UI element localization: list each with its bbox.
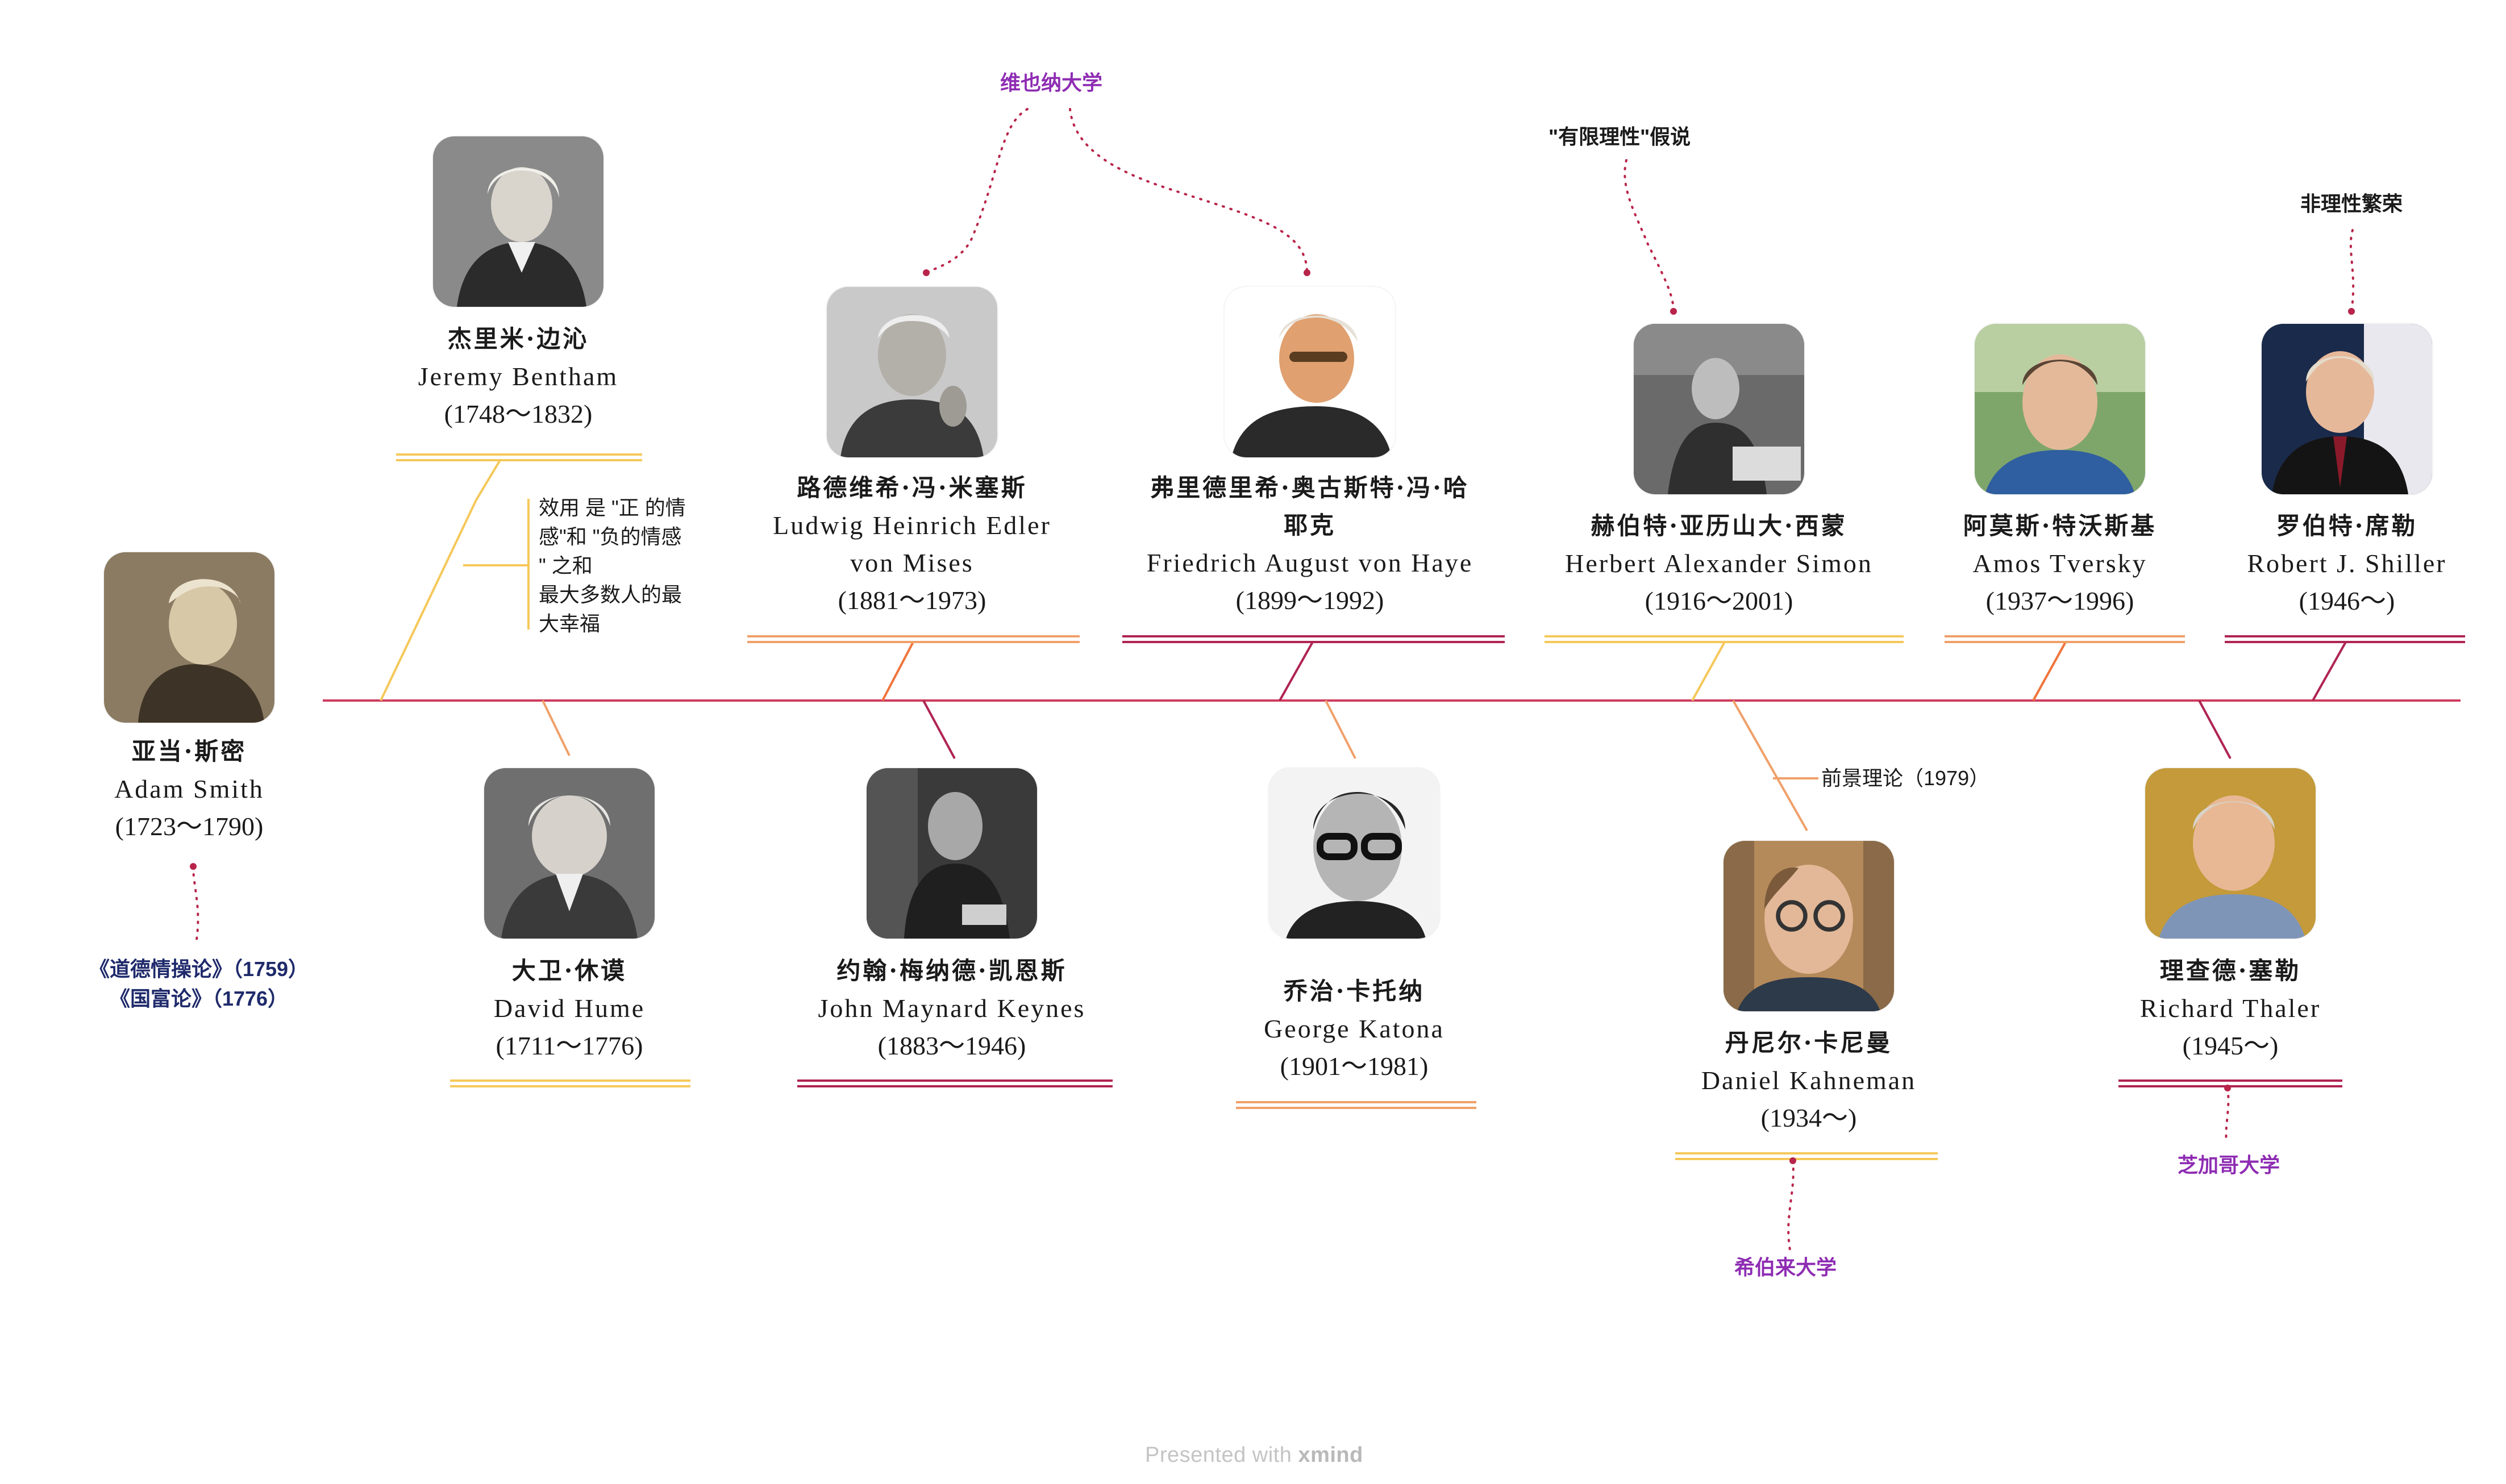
thaler-label: 理查德·塞勒 Richard Thaler (1945～) [2117, 952, 2344, 1065]
tversky-name-en: Amos Tversky [1972, 549, 2147, 578]
shiller-years: (1946～) [2299, 586, 2395, 615]
tversky-label: 阿莫斯·特沃斯基 Amos Tversky (1937～1996) [1946, 507, 2174, 620]
mises-years: (1881～1973) [838, 586, 986, 615]
book-theory-moral-sentiments: 《道德情操论》（1759） [89, 957, 309, 981]
tversky-years: (1937～1996) [1985, 586, 2134, 615]
hayek-name-zh-1: 弗里德里希·奥古斯特·冯·哈 [1150, 474, 1470, 502]
bentham-portrait [433, 136, 603, 307]
utility-note-line: " 之和 [539, 554, 593, 577]
mises-portrait [827, 287, 997, 457]
smith-years: (1723～1790) [115, 812, 264, 841]
xmind-footer[interactable]: Presented with xmind [1145, 1443, 1363, 1468]
katona-label: 乔治·卡托纳 George Katona (1901～1981) [1240, 973, 1468, 1085]
tversky-portrait [1975, 324, 2145, 494]
irrational-exuberance-note: 非理性繁荣 [2300, 192, 2403, 215]
keynes-label: 约翰·梅纳德·凯恩斯 John Maynard Keynes (1883～194… [781, 952, 1122, 1065]
katona-name-zh: 乔治·卡托纳 [1283, 977, 1425, 1005]
portrait-image [1225, 287, 1395, 457]
katona-name-en: George Katona [1264, 1014, 1445, 1043]
simon-years: (1916～2001) [1645, 586, 1793, 615]
smith-name-zh: 亚当·斯密 [131, 737, 247, 765]
portrait-image [1269, 768, 1439, 939]
mises-label: 路德维希·冯·米塞斯 Ludwig Heinrich Edler von Mis… [742, 469, 1083, 619]
hayek-name-en: Friedrich August von Haye [1146, 548, 1473, 577]
keynes-portrait [867, 768, 1037, 939]
utility-note-line: 感"和 "负的情感 [539, 525, 682, 548]
portrait-image [484, 768, 655, 939]
smith-name-en: Adam Smith [114, 774, 264, 803]
mises-name-zh: 路德维希·冯·米塞斯 [797, 474, 1027, 502]
mises-name-en-2: von Mises [850, 548, 974, 577]
smith-books-note: 《道德情操论》（1759） 《国富论》（1776） [85, 954, 313, 1014]
thaler-name-zh: 理查德·塞勒 [2159, 957, 2301, 985]
utility-note-line: 大幸福 [539, 612, 601, 635]
thaler-years: (1945～) [2182, 1031, 2279, 1060]
kahneman-name-zh: 丹尼尔·卡尼曼 [1725, 1029, 1893, 1057]
kahneman-years: (1934～) [1760, 1103, 1857, 1132]
hume-name-zh: 大卫·休谟 [511, 957, 627, 985]
vienna-university-note: 维也纳大学 [1000, 71, 1103, 94]
shiller-name-en: Robert J. Shiller [2247, 549, 2447, 578]
portrait-image [1724, 841, 1894, 1011]
prospect-theory-note: 前景理论（1979） [1821, 766, 1990, 790]
katona-years: (1901～1981) [1280, 1052, 1429, 1081]
thaler-name-en: Richard Thaler [2139, 994, 2321, 1023]
kahneman-name-en: Daniel Kahneman [1701, 1066, 1917, 1095]
hayek-years: (1899～1992) [1235, 586, 1384, 615]
simon-portrait [1634, 324, 1804, 494]
simon-name-zh: 赫伯特·亚历山大·西蒙 [1591, 512, 1847, 540]
portrait-image [2145, 768, 2316, 939]
hebrew-university-note: 希伯来大学 [1734, 1256, 1837, 1279]
hume-portrait [484, 768, 655, 939]
keynes-name-zh: 约翰·梅纳德·凯恩斯 [836, 957, 1067, 985]
thaler-portrait [2145, 768, 2316, 939]
chicago-university-note: 芝加哥大学 [2178, 1153, 2280, 1177]
shiller-portrait [2262, 324, 2432, 494]
utility-note-line: 效用 是 "正 的情 [539, 496, 686, 519]
keynes-name-en: John Maynard Keynes [818, 994, 1086, 1023]
footer-prefix: Presented with [1145, 1443, 1292, 1467]
kahneman-portrait [1724, 841, 1894, 1011]
portrait-image [104, 552, 274, 723]
xmind-brand: xmind [1298, 1443, 1363, 1467]
katona-portrait [1269, 768, 1439, 939]
tversky-name-zh: 阿莫斯·特沃斯基 [1963, 512, 2157, 540]
simon-label: 赫伯特·亚历山大·西蒙 Herbert Alexander Simon (191… [1548, 507, 1889, 620]
keynes-years: (1883～1946) [877, 1031, 1026, 1060]
bentham-years: (1748～1832) [444, 399, 593, 428]
portrait-image [1975, 324, 2145, 494]
book-wealth-of-nations: 《国富论》（1776） [109, 987, 289, 1010]
utility-note-line: 最大多数人的最 [539, 583, 682, 606]
bentham-name-zh: 杰里米·边沁 [447, 325, 589, 353]
bounded-rationality-note: "有限理性"假说 [1548, 125, 1691, 148]
smith-portrait [104, 552, 274, 723]
hayek-name-zh-2: 耶克 [1283, 511, 1336, 539]
hayek-portrait [1225, 287, 1395, 457]
shiller-name-zh: 罗伯特·席勒 [2276, 512, 2418, 540]
portrait-image [1634, 324, 1804, 494]
hayek-label: 弗里德里希·奥古斯特·冯·哈 耶克 Friedrich August von H… [1122, 469, 1497, 619]
hume-name-en: David Hume [493, 994, 646, 1023]
mises-name-en-1: Ludwig Heinrich Edler [773, 511, 1051, 540]
hume-years: (1711～1776) [496, 1031, 643, 1060]
portrait-image [433, 136, 603, 307]
bentham-label: 杰里米·边沁 Jeremy Bentham (1748～1832) [405, 320, 632, 433]
utility-note: 效用 是 "正 的情 感"和 "负的情感 " 之和 最大多数人的最 大幸福 [539, 493, 686, 638]
smith-label: 亚当·斯密 Adam Smith (1723～1790) [76, 733, 303, 845]
shiller-label: 罗伯特·席勒 Robert J. Shiller (1946～) [2233, 507, 2461, 620]
hume-label: 大卫·休谟 David Hume (1711～1776) [456, 952, 683, 1065]
kahneman-label: 丹尼尔·卡尼曼 Daniel Kahneman (1934～) [1695, 1024, 1922, 1137]
bentham-name-en: Jeremy Bentham [418, 362, 619, 391]
portrait-image [867, 768, 1037, 939]
portrait-image [827, 287, 997, 457]
simon-name-en: Herbert Alexander Simon [1565, 549, 1873, 578]
portrait-image [2262, 324, 2432, 494]
